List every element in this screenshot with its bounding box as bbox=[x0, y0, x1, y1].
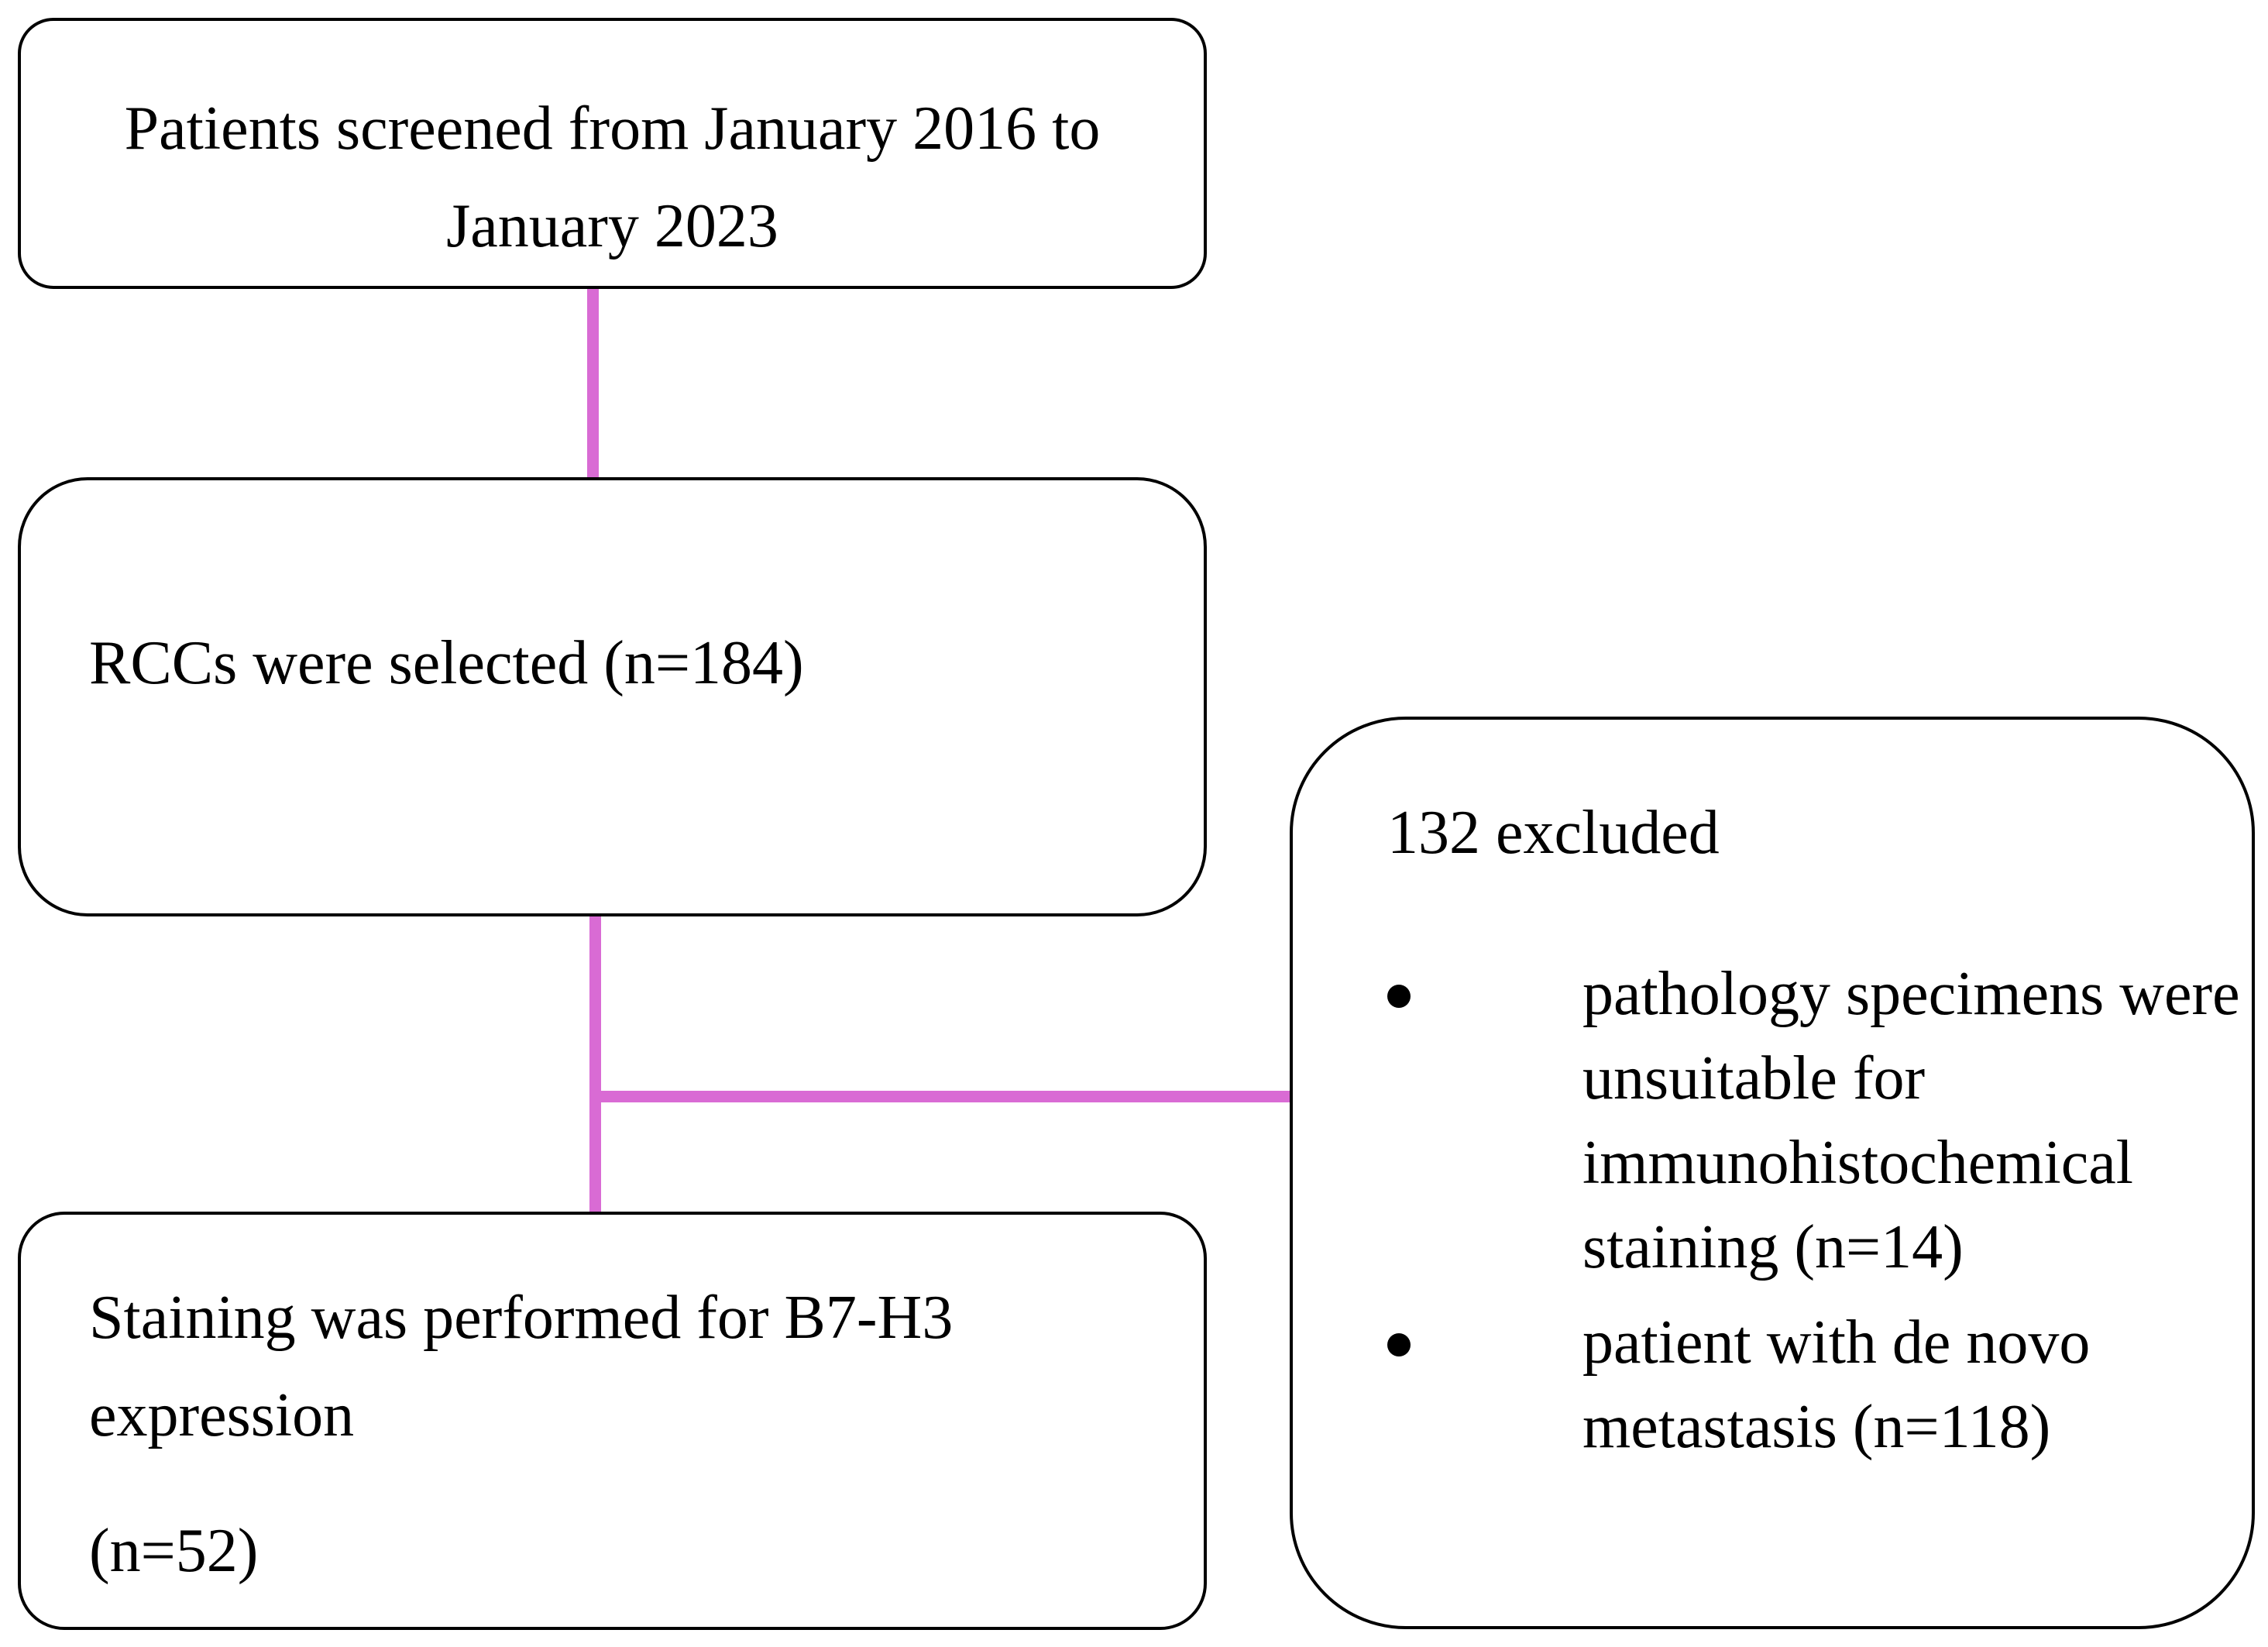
staining-label: Staining was performed for B7-H3 express… bbox=[89, 1284, 954, 1449]
screened-box: Patients screened from January 2016 to J… bbox=[18, 18, 1207, 289]
connector-to-excluded bbox=[595, 1091, 1292, 1102]
excluded-box: 132 excluded pathology specimens were un… bbox=[1290, 717, 2255, 1629]
staining-count: (n=52) bbox=[89, 1517, 259, 1585]
bullet-icon bbox=[1387, 1333, 1411, 1356]
screened-label: Patients screened from January 2016 to J… bbox=[124, 95, 1101, 260]
connector-screened-to-selected bbox=[587, 289, 599, 479]
excluded-title: 132 excluded bbox=[1387, 799, 1720, 867]
excluded-reason-text: patient with de novo metastasis (n=118) bbox=[1582, 1308, 2091, 1461]
excluded-reason: patient with de novo metastasis (n=118) bbox=[1387, 1301, 2224, 1479]
staining-box: Staining was performed for B7-H3 express… bbox=[18, 1212, 1207, 1630]
excluded-reason-text: pathology specimens were unsuitable for … bbox=[1582, 960, 2240, 1281]
selected-label: RCCs were selected (n=184) bbox=[89, 629, 804, 697]
bullet-icon bbox=[1387, 985, 1411, 1008]
selected-box: RCCs were selected (n=184) bbox=[18, 477, 1207, 916]
connector-selected-to-staining bbox=[589, 916, 601, 1213]
excluded-reason: pathology specimens were unsuitable for … bbox=[1387, 952, 2240, 1293]
